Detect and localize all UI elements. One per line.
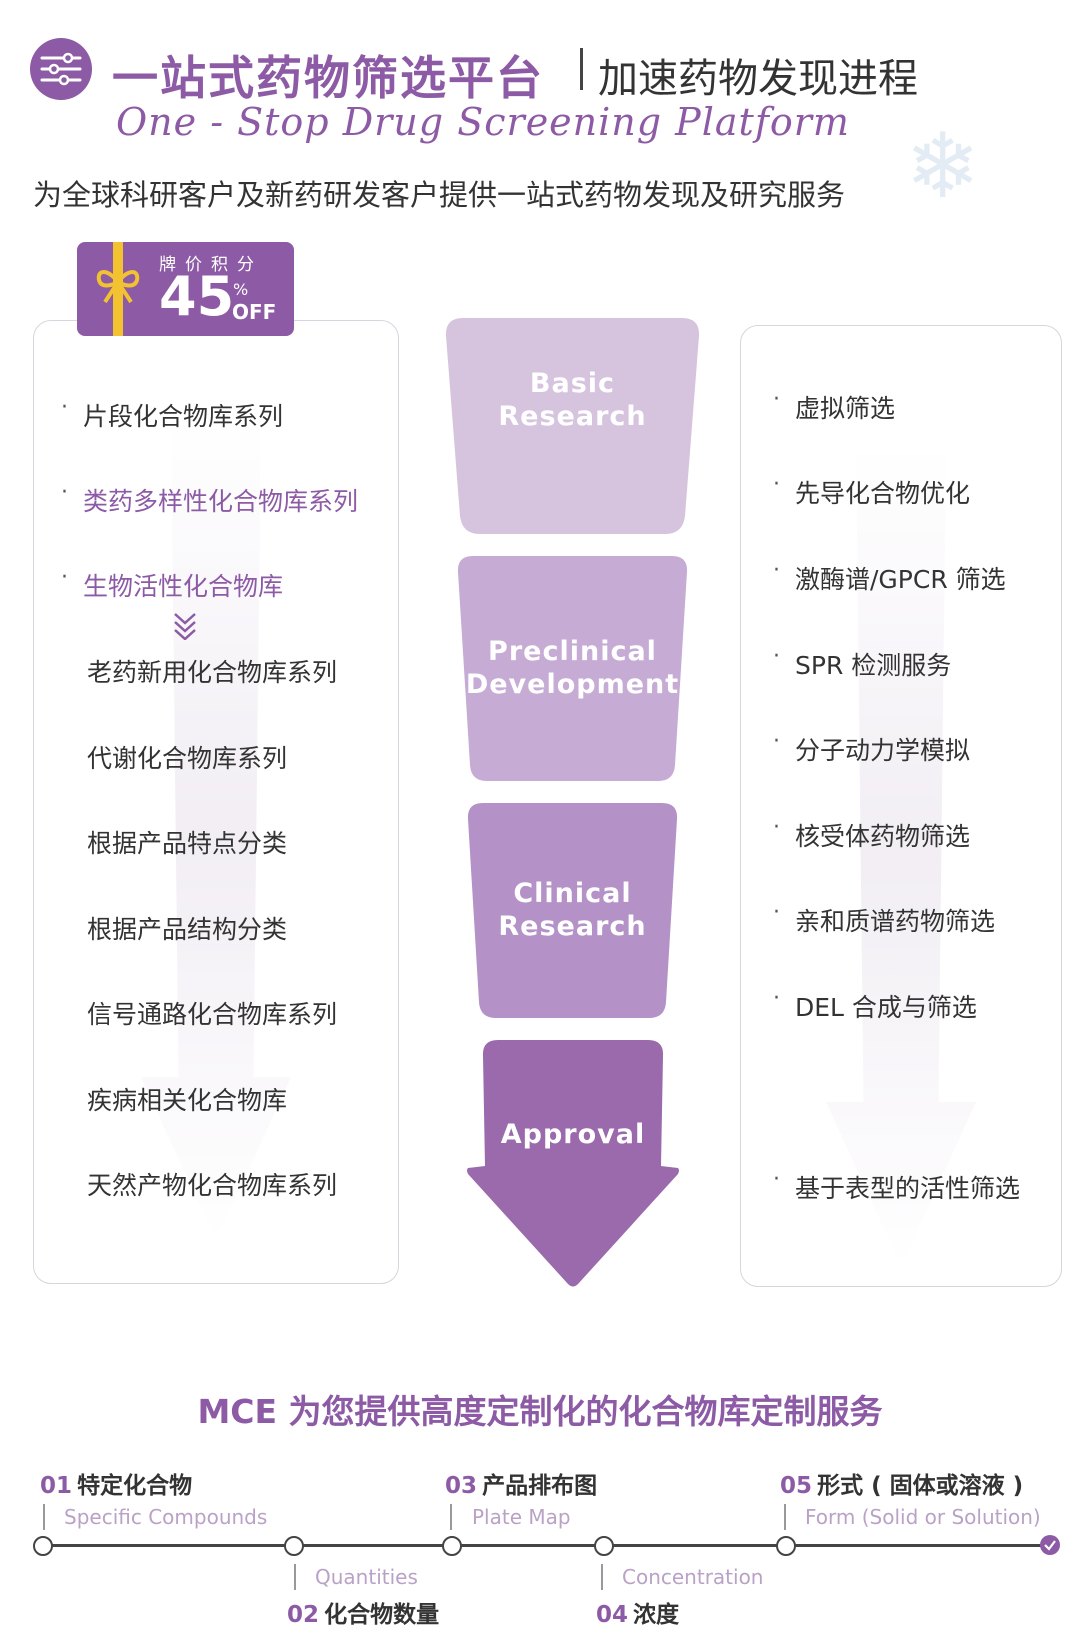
settings-sliders-icon <box>30 38 92 100</box>
check-circle-icon <box>1040 1535 1060 1555</box>
step-number: 04 <box>596 1602 629 1628</box>
step-english: Plate Map <box>472 1505 571 1529</box>
stage-label: Development <box>465 668 680 700</box>
list-item: 类药多样性化合物库系列 <box>61 480 358 518</box>
timeline-node <box>594 1536 614 1556</box>
stage-approval: Approval <box>466 1040 680 1260</box>
list-item: SPR 检测服务 <box>773 644 951 682</box>
step-03: 03 产品排布图 <box>445 1466 597 1500</box>
screening-services-panel <box>740 325 1062 1287</box>
step-title: 化合物数量 <box>324 1602 440 1628</box>
list-item: 根据产品特点分类 <box>87 829 288 858</box>
step-04: 04 浓度 <box>596 1595 679 1629</box>
timeline-node <box>284 1536 304 1556</box>
step-english: Concentration <box>622 1565 764 1589</box>
step-title: 产品排布图 <box>482 1473 598 1499</box>
step-english: Form (Solid or Solution) <box>805 1505 1041 1529</box>
list-item: 根据产品结构分类 <box>87 915 288 944</box>
intro-text: 为全球科研客户及新药研发客户提供一站式药物发现及研究服务 <box>33 178 846 212</box>
compound-library-panel <box>33 320 399 1284</box>
step-title: 特定化合物 <box>77 1473 193 1499</box>
stage-label: Approval <box>500 1118 646 1150</box>
title-divider <box>580 48 583 90</box>
step-title: 形式 ( 固体或溶液 ) <box>817 1473 1024 1499</box>
stage-label: Research <box>498 401 647 432</box>
discount-badge: 牌价积分 45 % OFF <box>77 242 294 336</box>
off-label: OFF <box>232 300 277 324</box>
step-english: Specific Compounds <box>64 1505 268 1529</box>
timeline-node <box>33 1536 53 1556</box>
step-number: 02 <box>287 1602 320 1628</box>
list-item: 先导化合物优化 <box>773 472 970 510</box>
badge-label: 牌价积分 <box>159 255 263 275</box>
double-chevron-down-icon <box>174 613 196 640</box>
step-number: 01 <box>40 1473 73 1499</box>
stage-preclinical-shape <box>457 556 688 781</box>
list-item: 生物活性化合物库 <box>61 565 283 603</box>
english-title: One - Stop Drug Screening Platform <box>116 100 850 144</box>
step-english: Quantities <box>315 1565 418 1589</box>
step-02: 02 化合物数量 <box>287 1595 439 1629</box>
step-title: 浓度 <box>633 1602 680 1628</box>
timeline-line <box>42 1544 1046 1547</box>
timeline-node <box>776 1536 796 1556</box>
section-title: MCE 为您提供高度定制化的化合物库定制服务 <box>197 1392 883 1431</box>
step-tick <box>450 1504 452 1530</box>
list-item: 代谢化合物库系列 <box>87 744 288 773</box>
stage-label: Clinical <box>513 877 632 909</box>
stage-label: Research <box>498 910 647 942</box>
list-item: 疾病相关化合物库 <box>87 1086 288 1115</box>
step-01: 01 特定化合物 <box>40 1466 192 1500</box>
list-item: 虚拟筛选 <box>773 387 895 425</box>
list-item: 片段化合物库系列 <box>61 395 283 433</box>
stage-clinical-shape <box>467 803 678 1018</box>
stage-approval-arrow-shape <box>467 1040 679 1287</box>
list-item: DEL 合成与筛选 <box>773 986 977 1024</box>
step-tick <box>601 1564 603 1590</box>
gift-bow-icon <box>96 270 140 304</box>
list-item: 激酶谱/GPCR 筛选 <box>773 558 1006 596</box>
discount-value: 45 <box>159 265 235 328</box>
snowflake-icon: ❄ <box>905 114 981 219</box>
percent-sign: % <box>233 280 249 299</box>
gift-ribbon <box>113 242 123 336</box>
step-tick <box>784 1504 786 1530</box>
list-item: 老药新用化合物库系列 <box>87 658 338 687</box>
step-tick <box>43 1504 45 1530</box>
stage-label: Preclinical <box>488 635 657 667</box>
step-05: 05 形式 ( 固体或溶液 ) <box>780 1466 1023 1500</box>
list-item: 核受体药物筛选 <box>773 815 970 853</box>
timeline-node <box>442 1536 462 1556</box>
step-number: 03 <box>445 1473 478 1499</box>
list-item: 分子动力学模拟 <box>773 729 970 767</box>
stage-basic-research-shape <box>445 318 700 534</box>
step-number: 05 <box>780 1473 813 1499</box>
step-tick <box>294 1564 296 1590</box>
page-title: 一站式药物筛选平台 <box>112 51 544 105</box>
list-item: 亲和质谱药物筛选 <box>773 900 995 938</box>
stage-label: Basic <box>529 368 616 400</box>
list-item: 天然产物化合物库系列 <box>87 1171 338 1200</box>
list-item: 基于表型的活性筛选 <box>773 1167 1020 1205</box>
list-item: 信号通路化合物库系列 <box>87 1000 338 1029</box>
page-subtitle: 加速药物发现进程 <box>598 56 918 102</box>
